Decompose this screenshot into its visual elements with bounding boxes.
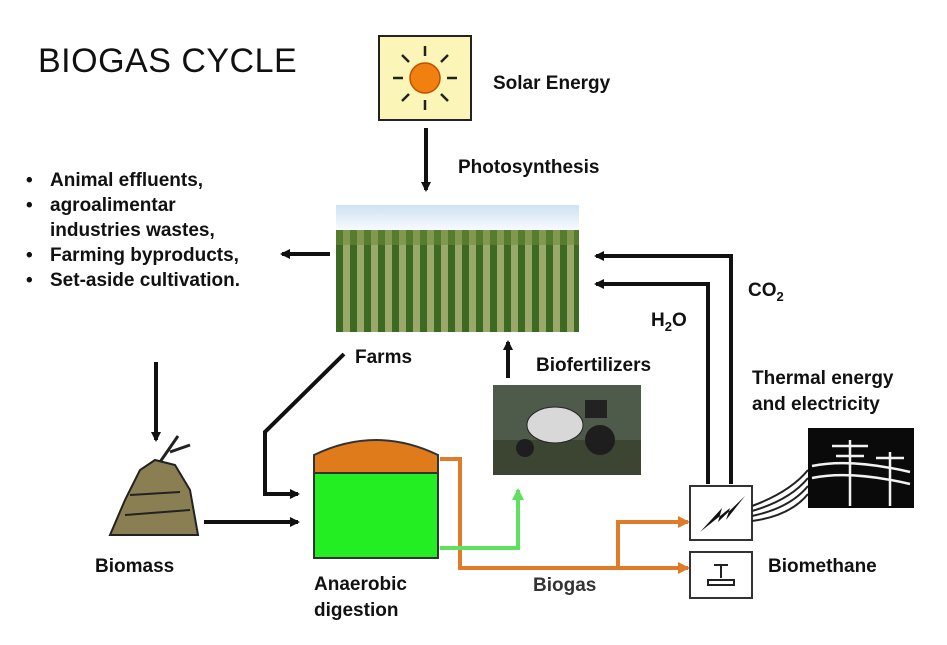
photosynthesis-label: Photosynthesis xyxy=(458,157,600,178)
source-item: agroalimentar industries wastes, xyxy=(20,193,270,243)
power-cables xyxy=(751,469,809,522)
co2-co: CO xyxy=(748,280,777,301)
generator-icon xyxy=(689,485,753,541)
farms-to-digester-arrow xyxy=(263,352,346,499)
biomass-sources-list: Animal effluents, agroalimentar industri… xyxy=(20,168,270,293)
digestate-to-biofertilizers-arrow xyxy=(440,488,524,550)
source-item: Set-aside cultivation. xyxy=(20,268,270,293)
thermal-line-1: Thermal energy xyxy=(752,368,894,389)
h2o-return-arrow xyxy=(594,279,710,484)
power-pylon-image xyxy=(808,428,914,508)
source-item: Animal effluents, xyxy=(20,168,270,193)
diagram-title: BIOGAS CYCLE xyxy=(38,42,298,80)
biogas-label: Biogas xyxy=(533,575,597,596)
co2-subscript: 2 xyxy=(776,288,784,304)
farms-label: Farms xyxy=(355,347,413,368)
biomass-label: Biomass xyxy=(95,556,175,577)
source-item: Farming byproducts, xyxy=(20,243,270,268)
biofertilizer-tractor-image xyxy=(493,385,641,475)
co2-return-arrow xyxy=(594,251,733,484)
biogas-flow-arrow xyxy=(440,457,690,574)
thermal-line-2: and electricity xyxy=(752,394,880,415)
h2o-subscript: 2 xyxy=(664,318,672,334)
farm-field-image xyxy=(336,205,579,332)
biofertilizers-label: Biofertilizers xyxy=(536,355,652,376)
co2-label: CO2 xyxy=(748,280,784,304)
solar-energy-icon xyxy=(378,35,472,121)
solar-energy-label: Solar Energy xyxy=(493,73,611,94)
biomethane-burner-icon xyxy=(689,551,753,599)
anaerobic-digester-icon xyxy=(313,439,439,559)
thermal-energy-label: Thermal energy and electricity xyxy=(752,366,894,418)
h2o-o: O xyxy=(671,310,687,331)
h2o-h: H xyxy=(651,310,665,331)
anaerobic-digestion-label: Anaerobic digestion xyxy=(314,572,407,624)
anaerobic-line-1: Anaerobic xyxy=(314,574,407,595)
anaerobic-line-2: digestion xyxy=(314,600,399,621)
biomass-pile-icon xyxy=(108,435,200,536)
biomethane-label: Biomethane xyxy=(768,556,877,577)
biogas-to-generator-arrow xyxy=(616,516,690,568)
h2o-label: H2O xyxy=(651,310,687,334)
